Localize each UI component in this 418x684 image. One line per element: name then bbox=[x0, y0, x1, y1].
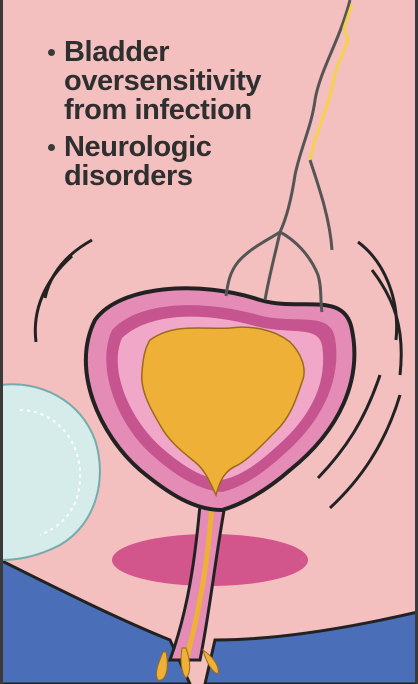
bullet-dot-icon bbox=[48, 49, 55, 56]
cause-text: Bladder oversensitivity from infection bbox=[64, 38, 261, 125]
cause-text: Neurologic disorders bbox=[64, 133, 261, 191]
cause-item-neurologic: Neurologic disorders bbox=[44, 133, 261, 191]
causes-list: Bladder oversensitivity from infection N… bbox=[44, 38, 261, 199]
cause-item-infection: Bladder oversensitivity from infection bbox=[44, 38, 261, 125]
bullet-dot-icon bbox=[48, 144, 55, 151]
